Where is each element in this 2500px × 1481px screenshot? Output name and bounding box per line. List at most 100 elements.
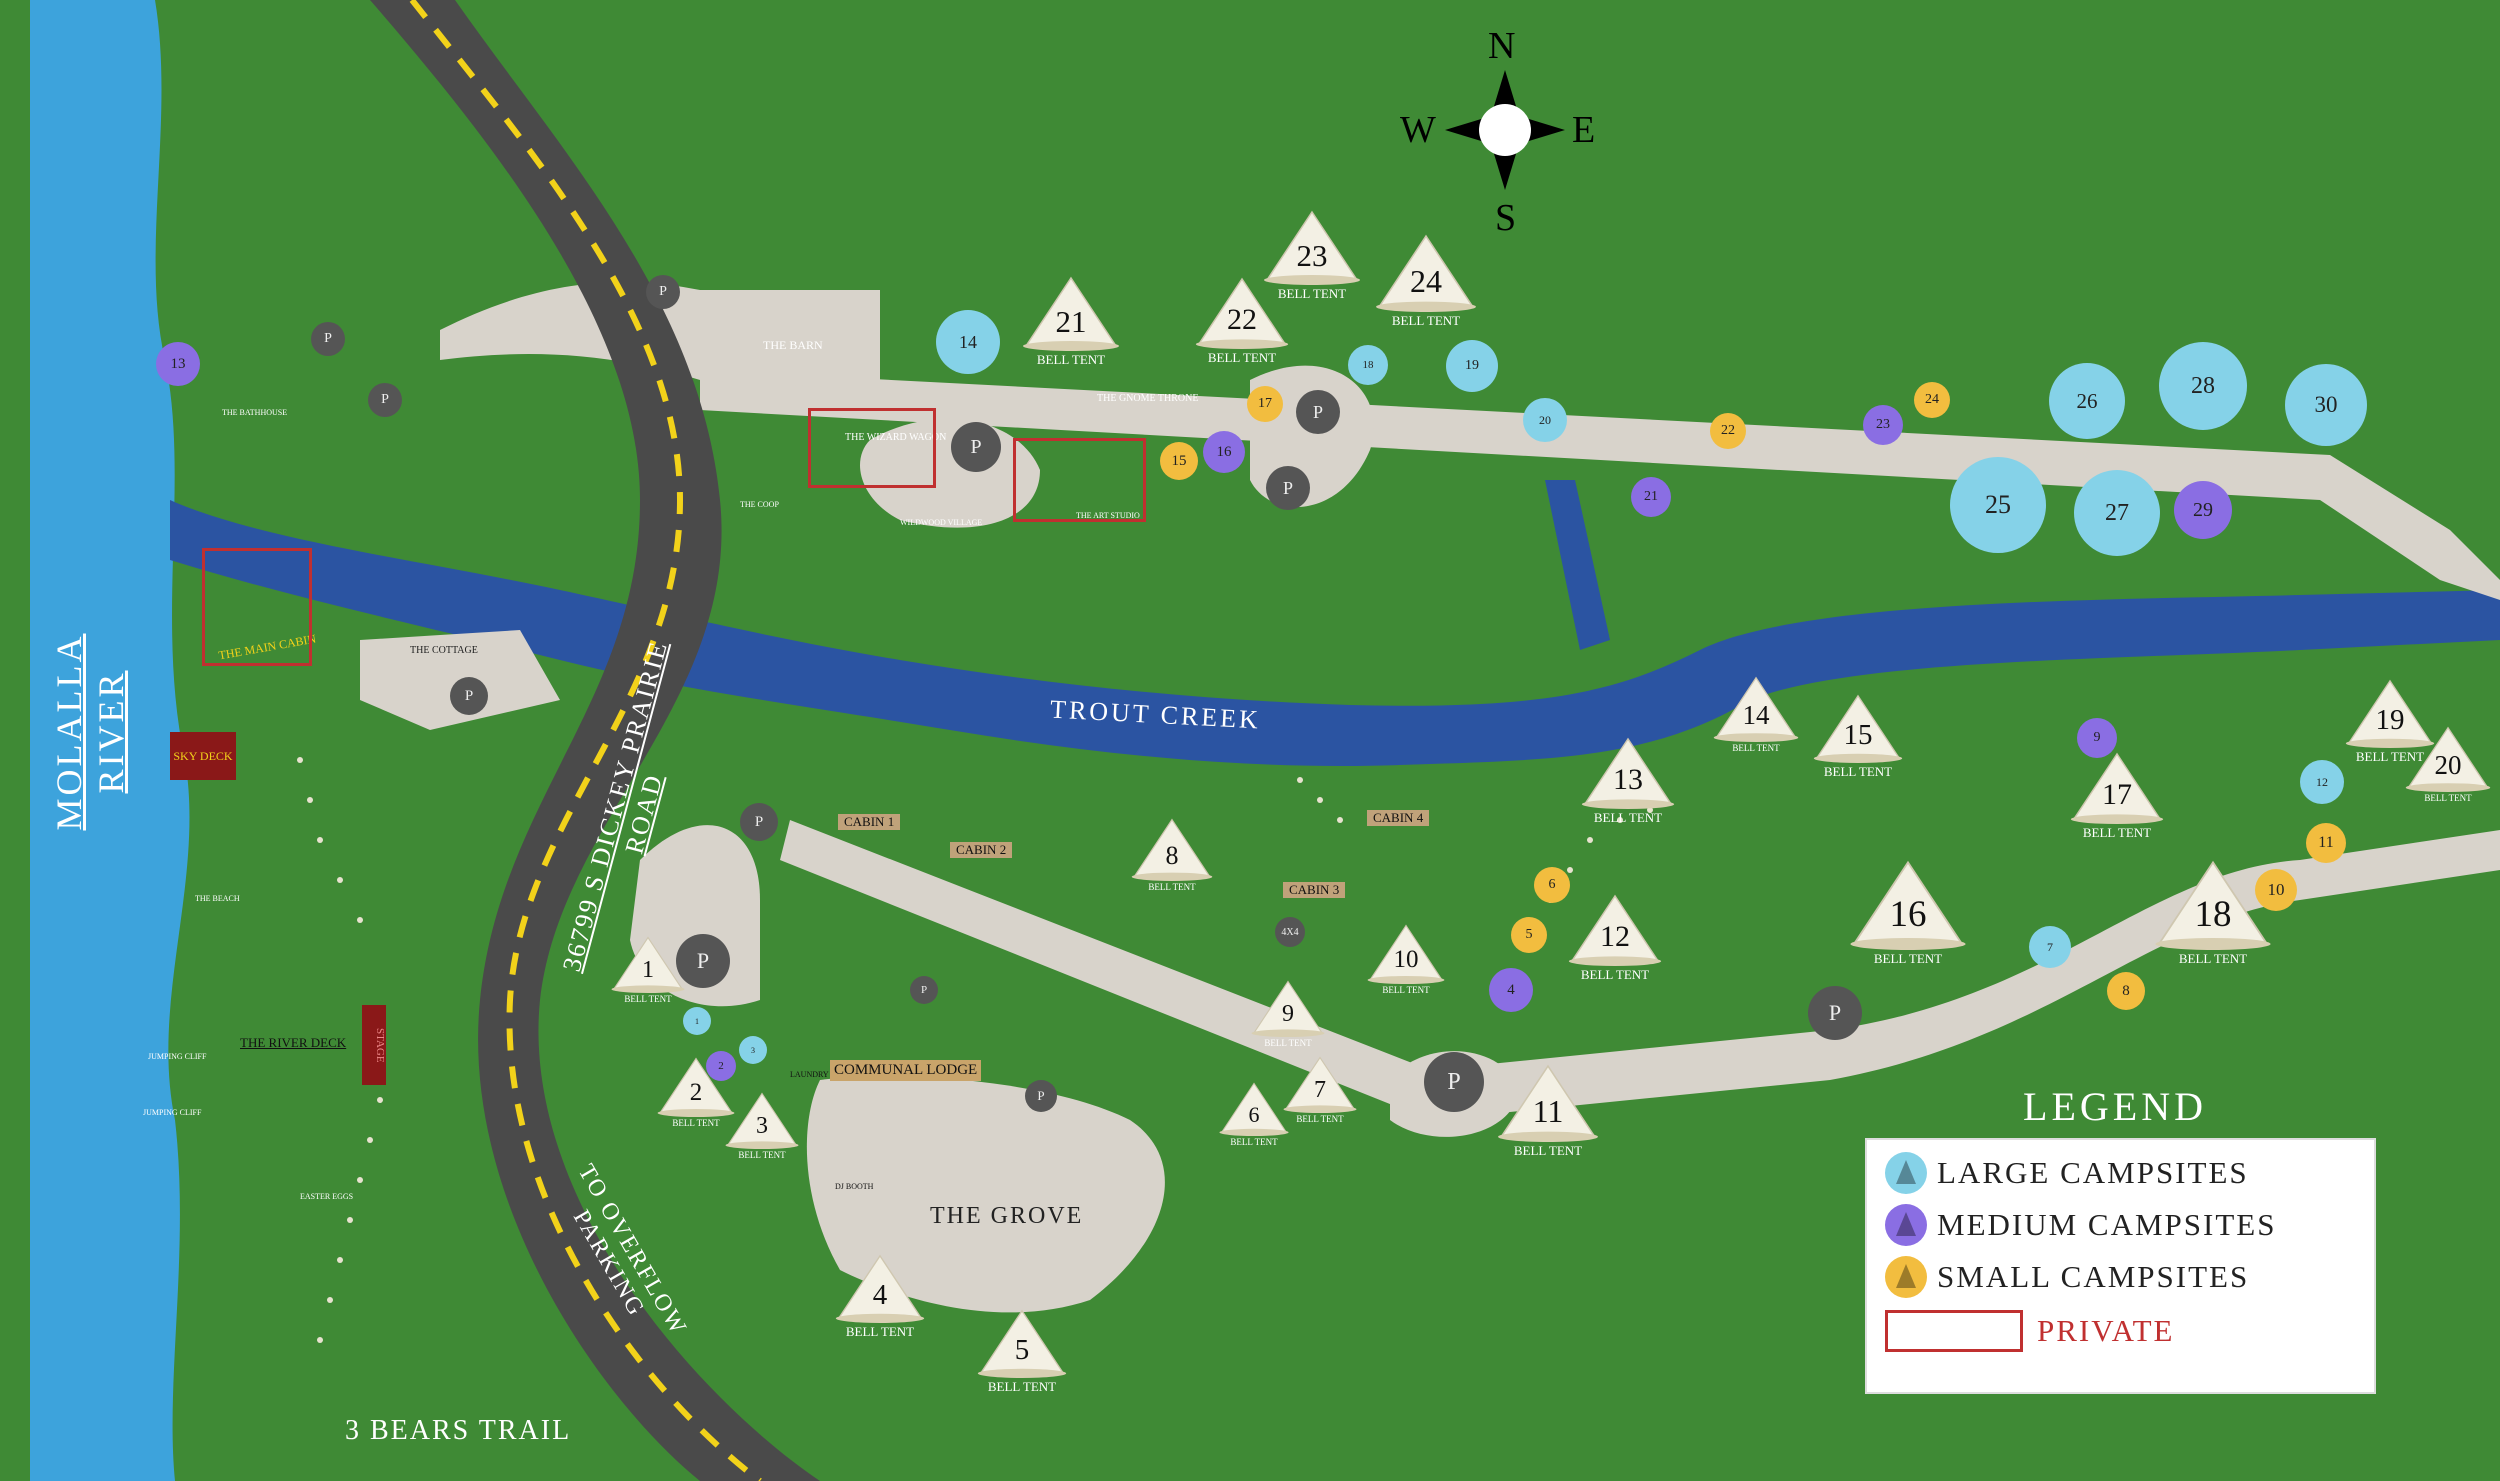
bell-tent-caption: BELL TENT: [2178, 951, 2248, 967]
small-campsite-24[interactable]: 24: [1914, 382, 1950, 418]
parking-spot-10[interactable]: P: [910, 976, 938, 1004]
medium-campsite-9[interactable]: 9: [2077, 718, 2117, 758]
compass-n: N: [1488, 25, 1516, 67]
bell-tent-number: 12: [1600, 920, 1630, 954]
parking-spot-2[interactable]: P: [311, 322, 345, 356]
parking-spot-4[interactable]: P: [450, 677, 488, 715]
tent-icon: [1568, 894, 1662, 966]
large-campsite-18[interactable]: 18: [1348, 345, 1388, 385]
bell-tent-caption: BELL TENT: [2082, 824, 2152, 840]
tent-icon: [2070, 752, 2164, 824]
small-campsite-11[interactable]: 11: [2306, 823, 2346, 863]
large-campsite-30[interactable]: 30: [2285, 364, 2367, 446]
legend-row-private: PRIVATE: [1885, 1308, 2174, 1354]
gnome-throne-label: THE GNOME THRONE: [1097, 393, 1199, 404]
bell-tent-number: 4: [872, 1279, 888, 1312]
large-campsite-20[interactable]: 20: [1523, 398, 1567, 442]
tent-icon: [725, 1092, 799, 1149]
large-campsite-19[interactable]: 19: [1446, 340, 1498, 392]
parking-spot-7[interactable]: P: [1266, 466, 1310, 510]
parking-spot-9[interactable]: P: [676, 934, 730, 988]
medium-campsite-29[interactable]: 29: [2174, 481, 2232, 539]
large-campsite-26[interactable]: 26: [2049, 363, 2125, 439]
bell-tent-caption: BELL TENT: [845, 1323, 915, 1339]
small-campsite-10[interactable]: 10: [2255, 869, 2297, 911]
cabin-3-label: CABIN 3: [1283, 882, 1346, 898]
parking-spot-8[interactable]: P: [740, 803, 778, 841]
art-studio-label: THE ART STUDIO: [1076, 511, 1140, 520]
parking-spot-12[interactable]: P: [1808, 986, 1862, 1040]
bell-tent-number: 19: [2375, 704, 2405, 737]
bell-tent-caption: BELL TENT: [2355, 748, 2425, 764]
small-campsite-15[interactable]: 15: [1160, 442, 1198, 480]
large-campsite-27[interactable]: 27: [2074, 470, 2160, 556]
medium-campsite-21[interactable]: 21: [1631, 477, 1671, 517]
large-campsite-28[interactable]: 28: [2159, 342, 2247, 430]
small-campsite-8[interactable]: 8: [2107, 972, 2145, 1010]
small-campsite-6[interactable]: 6: [1534, 867, 1570, 903]
parking-spot-13[interactable]: P: [1424, 1052, 1484, 1112]
small-campsite-icon: [1885, 1256, 1927, 1298]
large-campsite-14[interactable]: 14: [936, 310, 1000, 374]
small-campsite-5[interactable]: 5: [1511, 917, 1547, 953]
parking-spot-6[interactable]: P: [1296, 390, 1340, 434]
large-campsite-12[interactable]: 12: [2300, 760, 2344, 804]
parking-4x4[interactable]: 4X4: [1275, 917, 1305, 947]
small-campsite-17[interactable]: 17: [1247, 386, 1283, 422]
cabin-4-label: CABIN 4: [1367, 810, 1430, 826]
large-campsite-25[interactable]: 25: [1950, 457, 2046, 553]
small-campsite-22[interactable]: 22: [1710, 413, 1746, 449]
parking-spot-5[interactable]: P: [951, 422, 1001, 472]
bell-tent-number: 17: [2102, 778, 2132, 812]
bell-tent-caption: BELL TENT: [1873, 951, 1943, 967]
tent-icon: [1195, 277, 1289, 349]
road: [370, 0, 820, 1481]
large-campsite-3[interactable]: 3: [739, 1036, 767, 1064]
bell-tent-caption: BELL TENT: [1732, 742, 1780, 753]
legend-private-label: PRIVATE: [2037, 1313, 2175, 1348]
wizard-wagon-label: THE WIZARD WAGON: [845, 432, 947, 443]
medium-campsite-16[interactable]: 16: [1203, 431, 1245, 473]
bell-tent-caption: BELL TENT: [1382, 984, 1430, 995]
bell-tent-caption: BELL TENT: [672, 1117, 720, 1128]
parking-spot-1[interactable]: P: [646, 275, 680, 309]
bell-tent-caption: BELL TENT: [1207, 349, 1277, 365]
private-area-1: [808, 408, 936, 488]
medium-campsite-23[interactable]: 23: [1863, 405, 1903, 445]
large-campsite-7[interactable]: 7: [2029, 926, 2071, 968]
parking-spot-3[interactable]: P: [368, 383, 402, 417]
medium-campsite-4[interactable]: 4: [1489, 968, 1533, 1012]
bell-tent-number: 15: [1843, 719, 1873, 752]
bell-tent-caption: BELL TENT: [1036, 352, 1106, 367]
tent-icon: [1023, 276, 1119, 351]
medium-campsite-2[interactable]: 2: [706, 1051, 736, 1081]
large-campsite-1[interactable]: 1: [683, 1007, 711, 1035]
medium-campsite-13[interactable]: 13: [156, 342, 200, 386]
parking-spot-11[interactable]: P: [1025, 1080, 1057, 1112]
beach-label: THE BEACH: [195, 894, 240, 903]
